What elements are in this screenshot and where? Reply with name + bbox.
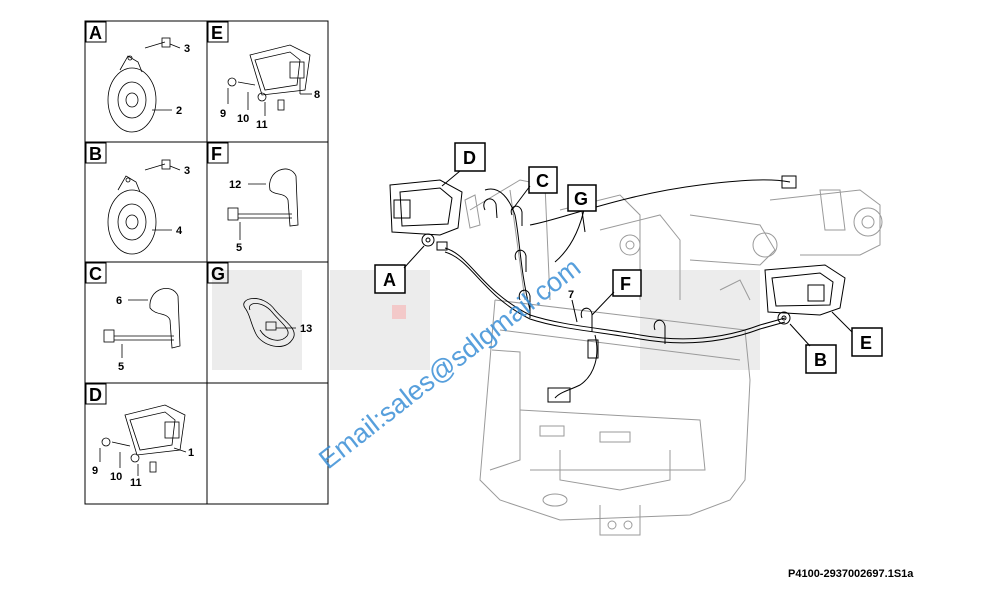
panel-b-num-3: 3 [184, 165, 190, 177]
panel-c: C 6 5 [85, 262, 181, 373]
panel-d: D 1 9 10 11 [85, 383, 194, 489]
panel-c-num-6: 6 [116, 295, 122, 307]
panel-g-letter: G [211, 264, 225, 284]
svg-text:A: A [383, 270, 396, 290]
callout-harness-7: 7 [568, 289, 578, 323]
svg-text:C: C [536, 171, 549, 191]
callout-d: D [441, 142, 486, 187]
callout-b: B [789, 323, 837, 374]
panel-a: A 3 2 [85, 21, 190, 133]
panel-e-num-9: 9 [220, 108, 226, 120]
panel-e-num-10: 10 [237, 113, 249, 125]
panel-c-letter: C [89, 264, 102, 284]
callout-f: F [591, 269, 642, 316]
panel-g: G 13 [207, 262, 312, 347]
panel-d-letter: D [89, 385, 102, 405]
lamp-d-assembly [389, 179, 463, 251]
callout-c: C [511, 166, 558, 211]
reference-code: P4100-2937002697.1S1a [788, 568, 914, 580]
svg-text:7: 7 [568, 289, 574, 301]
panel-a-letter: A [89, 23, 102, 43]
panel-d-num-10: 10 [110, 471, 122, 483]
panel-d-num-1: 1 [188, 447, 194, 459]
panel-f: F 12 5 [207, 142, 299, 254]
panel-e-letter: E [211, 23, 223, 43]
svg-text:B: B [814, 350, 827, 370]
callout-a: A [374, 245, 425, 294]
callout-e: E [831, 311, 883, 357]
panel-f-letter: F [211, 144, 222, 164]
svg-text:F: F [620, 274, 631, 294]
panel-d-num-11: 11 [130, 477, 142, 489]
panel-c-num-5: 5 [118, 361, 124, 373]
panel-e: E 8 9 10 11 [207, 21, 320, 131]
panel-b-num-4: 4 [176, 225, 183, 237]
panel-e-num-11: 11 [256, 119, 268, 131]
panel-f-num-12: 12 [229, 179, 241, 191]
callout-g: G [567, 184, 597, 233]
panel-a-num-3: 3 [184, 43, 190, 55]
lamp-e-assembly [764, 264, 846, 325]
panel-e-num-8: 8 [314, 89, 320, 101]
panel-f-num-5: 5 [236, 242, 242, 254]
panel-b: B 3 4 [85, 142, 190, 255]
panel-a-num-2: 2 [176, 105, 182, 117]
svg-text:D: D [463, 148, 476, 168]
panel-b-letter: B [89, 144, 102, 164]
panel-g-num-13: 13 [300, 323, 312, 335]
svg-text:G: G [574, 189, 588, 209]
panel-d-num-9: 9 [92, 465, 98, 477]
panel-grid [84, 20, 329, 505]
background-logo [212, 270, 760, 370]
svg-text:E: E [860, 333, 872, 353]
